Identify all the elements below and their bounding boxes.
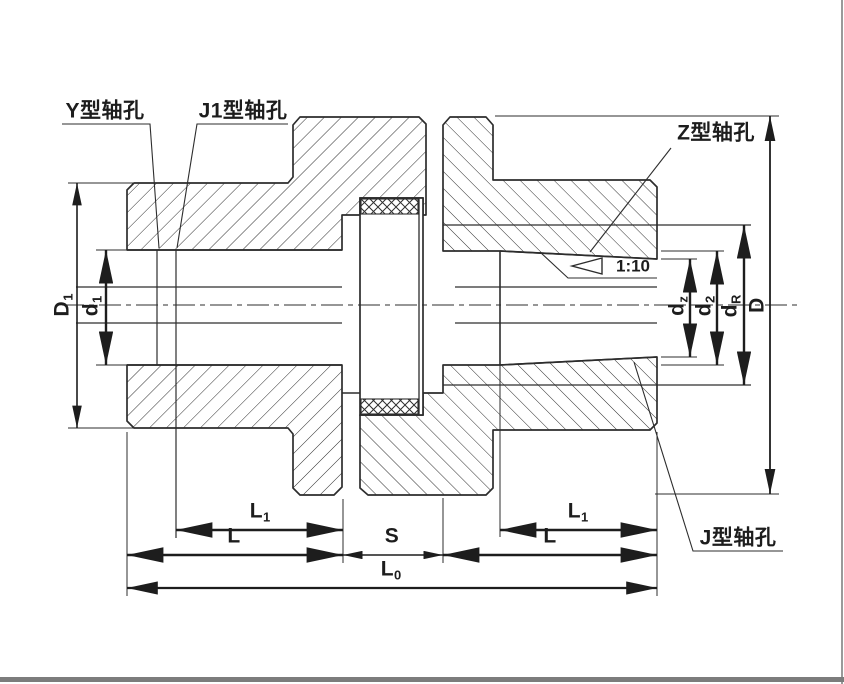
dim-label-L1-left: L1	[249, 499, 271, 525]
dimension-lines	[72, 116, 776, 595]
label-j1-type-bore: J1型轴孔	[198, 99, 288, 123]
elastic-sleeve-cut-bottom	[360, 398, 419, 415]
shaft-and-feature-lines	[76, 224, 751, 538]
dim-label-dR: dR	[718, 294, 744, 318]
dim-label-D1: D1	[50, 293, 76, 317]
dim-label-L-right: L	[543, 524, 557, 548]
dim-label-L0: L0	[380, 557, 402, 583]
right-half-lower-section	[359, 356, 658, 496]
dim-label-D: D	[745, 297, 769, 313]
dim-label-L-left: L	[227, 524, 241, 548]
right-half-upper-section	[442, 116, 658, 260]
page-right-border	[841, 0, 843, 684]
elastic-sleeve-cut-top	[360, 198, 419, 215]
label-taper-ratio: 1:10	[615, 256, 651, 276]
label-j-type-bore: J型轴孔	[699, 526, 777, 550]
dim-label-S: S	[384, 524, 399, 548]
label-z-type-bore: Z型轴孔	[677, 121, 755, 145]
taper-symbol-icon	[569, 257, 603, 275]
leader-lines	[62, 123, 783, 552]
bore-outline-lines	[127, 249, 658, 394]
left-half-lower-section	[126, 364, 343, 496]
left-half-upper-section	[126, 116, 427, 251]
dim-label-d1: d1	[79, 295, 105, 317]
dim-label-d2: d2	[692, 295, 718, 317]
elastic-sleeve-body	[359, 197, 424, 416]
dim-label-dz: dz	[665, 296, 691, 316]
dim-label-L1-right: L1	[567, 499, 589, 525]
label-y-type-bore: Y型轴孔	[65, 99, 145, 123]
page-bottom-bar	[0, 677, 844, 682]
